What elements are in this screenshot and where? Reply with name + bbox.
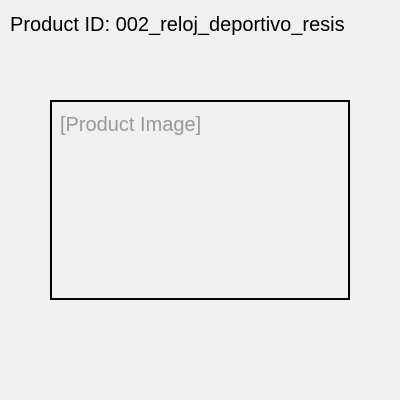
- product-image-frame: [Product Image]: [50, 100, 350, 300]
- product-id-label: Product ID: 002_reloj_deportivo_resis: [10, 14, 345, 36]
- product-image-placeholder: [Product Image]: [60, 114, 202, 136]
